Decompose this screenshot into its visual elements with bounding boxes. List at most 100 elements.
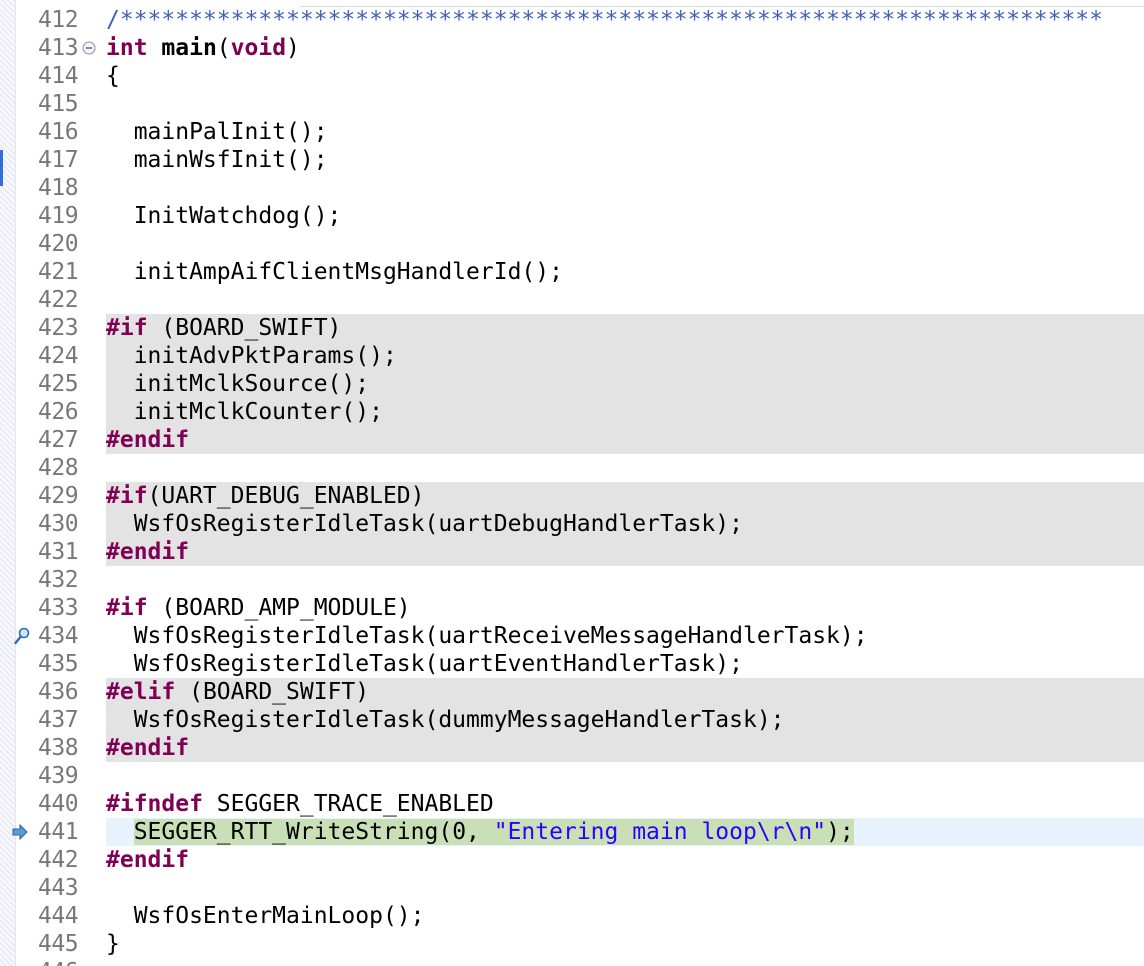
call-text: SEGGER_RTT_WriteString(0, (133, 819, 494, 845)
code-line[interactable]: 431#endif (0, 538, 1144, 566)
code-line[interactable]: 445} (0, 930, 1144, 958)
code-text[interactable]: int main(void) (106, 34, 1144, 62)
code-text[interactable]: initAdvPktParams(); (106, 342, 1144, 370)
code-line[interactable]: 437 WsfOsRegisterIdleTask(dummyMessageHa… (0, 706, 1144, 734)
code-text[interactable]: WsfOsRegisterIdleTask(uartDebugHandlerTa… (106, 510, 1144, 538)
line-number: 425 (38, 371, 79, 397)
code-text[interactable]: #endif (106, 734, 1144, 762)
code-text[interactable] (106, 454, 1144, 482)
code-text[interactable] (106, 90, 1144, 118)
line-number: 414 (38, 63, 79, 89)
preprocessor-directive: #if (106, 315, 148, 341)
code-line[interactable]: 428 (0, 454, 1144, 482)
code-text[interactable]: /***************************************… (106, 6, 1144, 34)
line-number: 429 (38, 483, 79, 509)
line-number: 441 (38, 819, 79, 845)
code-text[interactable]: mainPalInit(); (106, 118, 1144, 146)
code-text[interactable] (106, 230, 1144, 258)
code-text[interactable]: WsfOsRegisterIdleTask(dummyMessageHandle… (106, 706, 1144, 734)
line-number: 436 (38, 679, 79, 705)
code-line[interactable]: 416 mainPalInit(); (0, 118, 1144, 146)
preprocessor-directive: #endif (106, 847, 190, 873)
code-text[interactable]: } (106, 930, 1144, 958)
directive-condition: SEGGER_TRACE_ENABLED (202, 791, 494, 817)
code-line[interactable]: 434 WsfOsRegisterIdleTask(uartReceiveMes… (0, 622, 1144, 650)
code-line[interactable]: 446 (0, 958, 1144, 966)
code-line[interactable]: 413 int main(void) (0, 34, 1144, 62)
code-line[interactable]: 423#if (BOARD_SWIFT) (0, 314, 1144, 342)
code-text[interactable]: WsfOsEnterMainLoop(); (106, 902, 1144, 930)
code-line[interactable]: 422 (0, 286, 1144, 314)
code-text[interactable]: InitWatchdog(); (106, 202, 1144, 230)
code-text[interactable]: #endif (106, 846, 1144, 874)
code-line[interactable]: 440#ifndef SEGGER_TRACE_ENABLED (0, 790, 1144, 818)
line-number: 442 (38, 847, 79, 873)
code-line[interactable]: 427 #endif (0, 426, 1144, 454)
code-text[interactable]: initAmpAifClientMsgHandlerId(); (106, 258, 1144, 286)
code-line[interactable]: 438#endif (0, 734, 1144, 762)
preprocessor-directive: #endif (106, 735, 190, 761)
line-number: 413 (38, 35, 79, 61)
code-text[interactable] (106, 566, 1144, 594)
magnifier-bookmark-icon[interactable] (14, 626, 30, 646)
code-line[interactable]: 443 (0, 874, 1144, 902)
code-line[interactable]: 433#if (BOARD_AMP_MODULE) (0, 594, 1144, 622)
code-line[interactable]: 436 #elif (BOARD_SWIFT) (0, 678, 1144, 706)
code-text[interactable]: mainWsfInit(); (106, 146, 1144, 174)
code-line[interactable]: 414 { (0, 62, 1144, 90)
code-text[interactable]: #ifndef SEGGER_TRACE_ENABLED (106, 790, 1144, 818)
code-line[interactable]: 439 (0, 762, 1144, 790)
statement-text: { (106, 63, 120, 89)
code-line[interactable]: 420 (0, 230, 1144, 258)
code-line[interactable]: 421 initAmpAifClientMsgHandlerId(); (0, 258, 1144, 286)
preprocessor-directive: #endif (106, 427, 190, 453)
code-line[interactable]: 424 initAdvPktParams(); (0, 342, 1144, 370)
code-text[interactable]: #if(UART_DEBUG_ENABLED) (106, 482, 1144, 510)
code-text[interactable]: #endif (106, 538, 1144, 566)
code-line[interactable]: 429 #if(UART_DEBUG_ENABLED) (0, 482, 1144, 510)
call-end: ); (826, 819, 854, 845)
statement-text: initAdvPktParams(); (106, 343, 397, 369)
code-text[interactable]: WsfOsRegisterIdleTask(uartReceiveMessage… (106, 622, 1144, 650)
line-number: 443 (38, 875, 79, 901)
code-text[interactable] (106, 762, 1144, 790)
code-text[interactable]: initMclkSource(); (106, 370, 1144, 398)
code-text[interactable]: #endif (106, 426, 1144, 454)
code-text[interactable] (106, 958, 1144, 966)
code-line[interactable]: 417 mainWsfInit(); (0, 146, 1144, 174)
code-line[interactable]: 435 WsfOsRegisterIdleTask(uartEventHandl… (0, 650, 1144, 678)
line-number: 427 (38, 427, 79, 453)
code-line[interactable]: 412/************************************… (0, 6, 1144, 34)
code-line[interactable]: 442 #endif (0, 846, 1144, 874)
code-text[interactable]: { (106, 62, 1144, 90)
code-line[interactable]: 430 WsfOsRegisterIdleTask(uartDebugHandl… (0, 510, 1144, 538)
collapse-minus-icon[interactable] (82, 41, 96, 55)
code-line[interactable]: 426 initMclkCounter(); (0, 398, 1144, 426)
code-line[interactable]: 444 WsfOsEnterMainLoop(); (0, 902, 1144, 930)
code-text[interactable]: WsfOsRegisterIdleTask(uartEventHandlerTa… (106, 650, 1144, 678)
code-text[interactable]: #elif (BOARD_SWIFT) (106, 678, 1144, 706)
line-number: 418 (38, 175, 79, 201)
code-line[interactable]: 441 SEGGER_RTT_WriteString(0, "Entering … (0, 818, 1144, 846)
code-text[interactable]: #if (BOARD_SWIFT) (106, 314, 1144, 342)
code-text[interactable] (106, 286, 1144, 314)
code-line[interactable]: 419 InitWatchdog(); (0, 202, 1144, 230)
line-number: 435 (38, 651, 79, 677)
code-line[interactable]: 425 initMclkSource(); (0, 370, 1144, 398)
code-text[interactable] (106, 874, 1144, 902)
code-text[interactable] (106, 174, 1144, 202)
debug-instruction-pointer-arrow-icon (12, 823, 28, 841)
code-line[interactable]: 415 (0, 90, 1144, 118)
code-line[interactable]: 432 (0, 566, 1144, 594)
ruler-change-marker (0, 150, 3, 186)
code-lines[interactable]: 412/************************************… (0, 6, 1144, 966)
code-line[interactable]: 418 (0, 174, 1144, 202)
line-number: 444 (38, 903, 79, 929)
code-text[interactable]: SEGGER_RTT_WriteString(0, "Entering main… (106, 818, 1144, 846)
code-text[interactable]: initMclkCounter(); (106, 398, 1144, 426)
code-text[interactable]: #if (BOARD_AMP_MODULE) (106, 594, 1144, 622)
string-literal: "Entering main loop\r\n" (493, 819, 827, 845)
function-name: main (161, 35, 217, 61)
statement-text: initAmpAifClientMsgHandlerId(); (106, 259, 563, 285)
